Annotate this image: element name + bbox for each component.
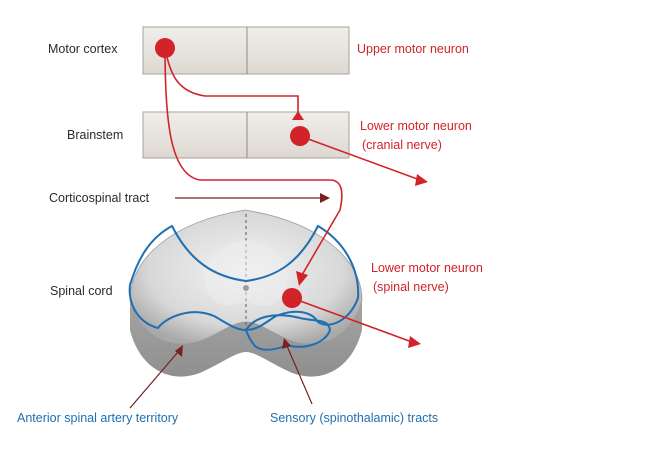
lower-motor-neuron-spinal-label: Lower motor neuron (371, 261, 483, 275)
brainstem-label: Brainstem (67, 128, 123, 142)
upper-motor-neuron-cell (155, 38, 175, 58)
brainstem-box (142, 111, 350, 159)
lower-motor-neuron-spinal-cell (282, 288, 302, 308)
motor-cortex-box (142, 26, 350, 75)
spinal-cord-section (129, 209, 363, 377)
sensory-tracts-pointer (282, 338, 313, 405)
spinal-nerve-label: (spinal nerve) (373, 280, 449, 294)
upper-motor-neuron-label: Upper motor neuron (357, 42, 469, 56)
lower-motor-neuron-spinal-pathway (282, 288, 421, 348)
spinal-cord-label: Spinal cord (50, 284, 113, 298)
upper-motor-neuron-pathway (155, 38, 343, 286)
lower-motor-neuron-cranial-cell (290, 126, 310, 146)
corticospinal-tract-pointer (175, 193, 330, 203)
anterior-spinal-artery-territory-label: Anterior spinal artery territory (17, 411, 179, 425)
cranial-nerve-label: (cranial nerve) (362, 138, 442, 152)
lower-motor-neuron-cranial-pathway (290, 126, 428, 186)
lower-motor-neuron-cranial-label: Lower motor neuron (360, 119, 472, 133)
corticospinal-tract-label: Corticospinal tract (49, 191, 150, 205)
sensory-tracts-label: Sensory (spinothalamic) tracts (270, 411, 438, 425)
sensory-tracts-outline (244, 314, 332, 351)
anterior-spinal-artery-territory-outline (128, 224, 360, 332)
motor-cortex-label: Motor cortex (48, 42, 118, 56)
anterior-spinal-artery-pointer (129, 345, 183, 409)
